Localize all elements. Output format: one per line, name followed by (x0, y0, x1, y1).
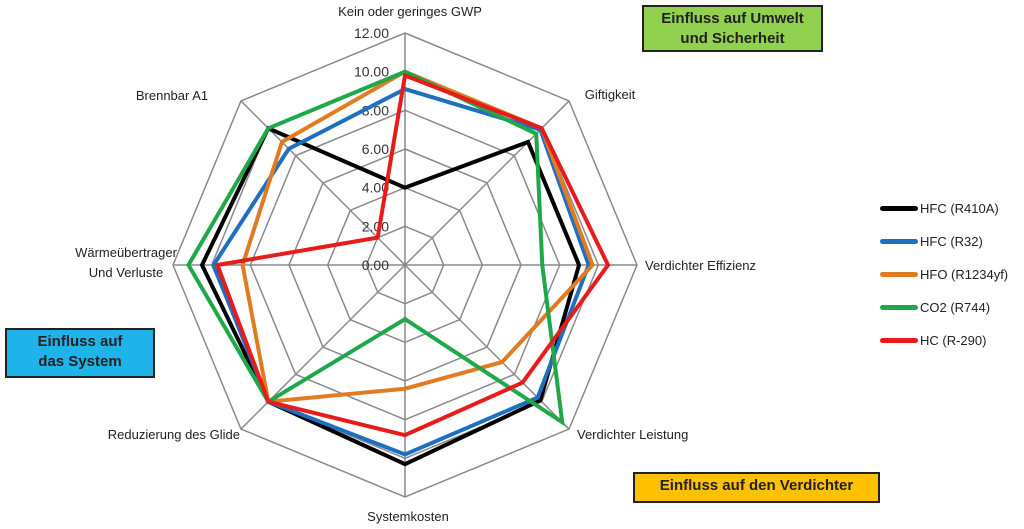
annotation-line: Einfluss auf Umwelt (661, 10, 804, 27)
series-line (211, 86, 591, 457)
axis-label-line: Giftigkeit (584, 87, 636, 102)
axis-label: Reduzierung des Glide (108, 425, 240, 445)
axis-label: Verdichter Effizienz (645, 256, 756, 276)
legend-label: HC (R-290) (920, 333, 987, 348)
axis-label-line: Reduzierung des Glide (107, 427, 240, 442)
legend-item: HFO (R1234yf) (880, 258, 1008, 291)
annotation-system: Einfluss auf das System (5, 328, 155, 378)
annotation-line: das System (38, 353, 122, 370)
tick-label: 6.00 (362, 141, 389, 157)
series-line (240, 69, 595, 404)
annotation-line: und Sicherheit (680, 30, 785, 47)
annotation-line: Einfluss auf den Verdichter (659, 477, 854, 494)
axis-label-line: Brennbar A1 (135, 88, 209, 103)
tick-label: 0.00 (362, 257, 389, 273)
legend-swatch (880, 206, 918, 211)
axis-label-line: Verdichter Leistung (577, 427, 689, 442)
annotation-environment: Einfluss auf Umwelt und Sicherheit (642, 5, 823, 52)
legend-swatch (880, 272, 918, 277)
axis-label: Giftigkeit (585, 85, 636, 105)
legend-item: HC (R-290) (880, 324, 1008, 357)
axis-label: Systemkosten (367, 507, 449, 527)
axis-label: Brennbar A1 (136, 86, 208, 106)
axis-label-line: Systemkosten (367, 509, 449, 524)
legend-label: CO2 (R744) (920, 300, 991, 315)
axis-label-line: Und Verluste (88, 265, 164, 280)
series-line (214, 72, 611, 438)
annotation-line: Einfluss auf (37, 333, 123, 350)
legend-swatch (880, 338, 918, 343)
legend: HFC (R410A) HFC (R32) HFO (R1234yf) CO2 … (880, 192, 1008, 357)
tick-label: 10.00 (354, 64, 389, 80)
legend-label: HFC (R32) (920, 234, 983, 249)
legend-item: HFC (R32) (880, 225, 1008, 258)
grid-spoke (240, 264, 406, 430)
series-line (199, 125, 582, 467)
legend-label: HFC (R410A) (920, 201, 999, 216)
legend-label: HFO (R1234yf) (920, 267, 1009, 282)
series-line (186, 69, 565, 427)
tick-label: 2.00 (362, 218, 389, 234)
axis-label-line: Kein oder geringes GWP (338, 4, 482, 19)
legend-item: CO2 (R744) (880, 291, 1008, 324)
tick-label: 4.00 (362, 180, 389, 196)
axis-label-line: Verdichter Effizienz (645, 258, 757, 273)
annotation-compressor: Einfluss auf den Verdichter (633, 472, 880, 503)
axis-label: Kein oder geringes GWP (338, 2, 482, 22)
axis-label: Verdichter Leistung (577, 425, 688, 445)
axis-label-line: Wärmeübertrager (75, 245, 177, 260)
legend-item: HFC (R410A) (880, 192, 1008, 225)
legend-swatch (880, 305, 918, 310)
legend-swatch (880, 239, 918, 244)
tick-label: 12.00 (354, 25, 389, 41)
